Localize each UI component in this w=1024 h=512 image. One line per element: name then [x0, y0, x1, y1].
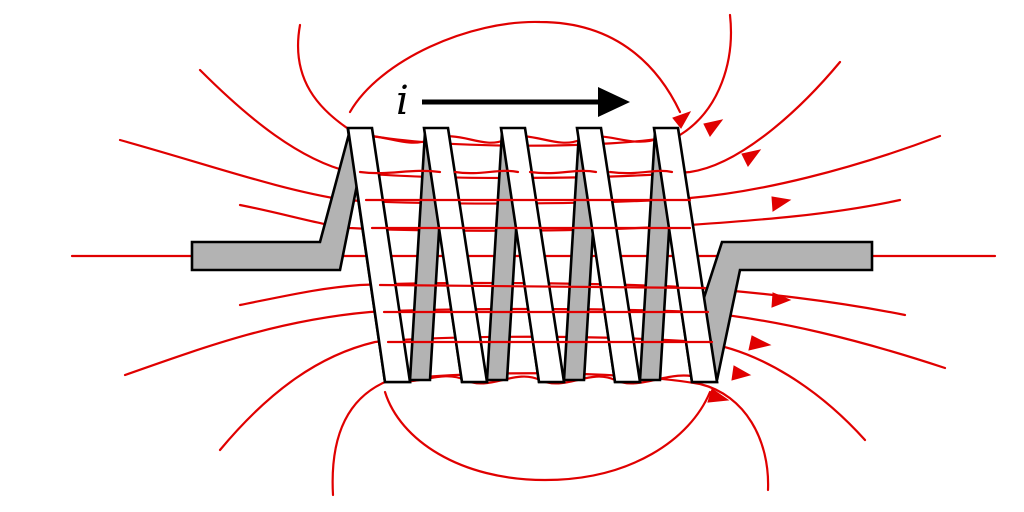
coil-front-segment-2	[422, 126, 489, 384]
field-arrow-5	[771, 292, 792, 308]
left-lead-wire	[190, 128, 370, 272]
field-lines-front	[358, 169, 714, 344]
coil-front-segment-1	[346, 126, 412, 384]
coil-front-segment-4	[575, 126, 642, 384]
right-lead-wire	[698, 240, 874, 381]
current-label: i	[396, 78, 409, 124]
field-arrow-2	[703, 119, 724, 137]
field-line-bottom-loop	[383, 390, 712, 482]
coil-front-segment-5	[652, 126, 719, 384]
field-arrow-4	[771, 196, 792, 212]
field-line-top-loop	[348, 20, 682, 114]
coil-front-segments	[346, 126, 719, 384]
field-line-bottom-arc	[331, 372, 770, 497]
field-arrow-1	[672, 111, 692, 129]
current-direction-arrow	[422, 87, 630, 117]
field-arrow-8	[707, 388, 730, 403]
coil-front-segment-3	[499, 126, 566, 384]
field-arrow-6	[748, 335, 772, 351]
field-arrow-7	[731, 365, 752, 381]
field-front-row-4	[378, 283, 707, 290]
field-arrow-3	[741, 149, 762, 167]
field-line-top-arc	[297, 13, 732, 147]
field-line-inner-3	[238, 198, 902, 232]
field-front-row-1	[358, 169, 674, 175]
